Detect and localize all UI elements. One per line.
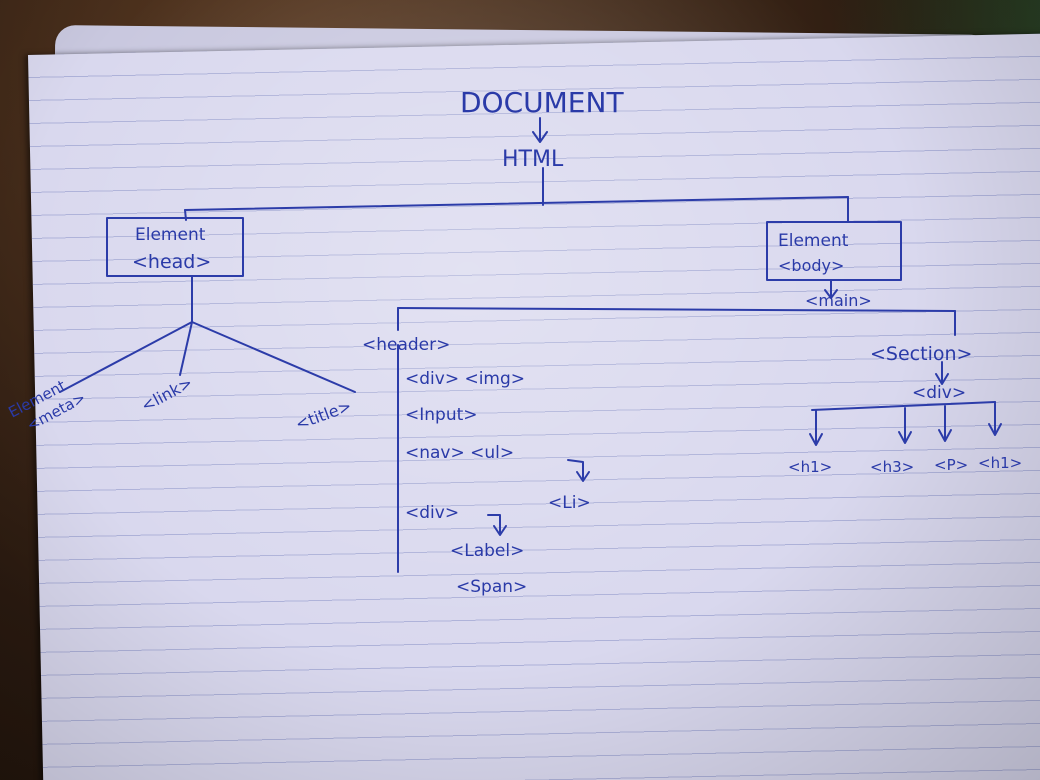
html-label: HTML (502, 147, 564, 172)
section-div-tag: <div> (912, 383, 966, 403)
link-tag: <link> (138, 373, 196, 416)
header-item-2: <Input> (405, 405, 478, 425)
header-item-4: <div> (405, 503, 459, 523)
head-tag: <head> (132, 251, 211, 273)
header-item-1: <div> <img> (405, 369, 525, 389)
body-element-type: Element (778, 231, 849, 251)
h1-tag-second: <h1> (978, 454, 1022, 472)
document-label: DOCUMENT (460, 86, 624, 119)
meta-node: Element <meta> (5, 376, 88, 434)
h3-tag: <h3> (870, 458, 914, 476)
main-tag: <main> (805, 291, 872, 310)
head-element-type: Element (135, 225, 206, 245)
diagram-connectors (59, 117, 1002, 573)
li-tag: <Li> (548, 493, 591, 513)
title-tag: <title> (293, 396, 354, 434)
section-tag: <Section> (870, 343, 972, 365)
h1-tag: <h1> (788, 458, 832, 476)
header-tag: <header> (362, 335, 450, 355)
span-tag: <Span> (456, 577, 527, 597)
label-tag: <Label> (450, 541, 524, 561)
p-tag: <P> (934, 456, 968, 474)
header-item-3: <nav> <ul> (405, 443, 514, 463)
body-tag: <body> (778, 256, 844, 275)
